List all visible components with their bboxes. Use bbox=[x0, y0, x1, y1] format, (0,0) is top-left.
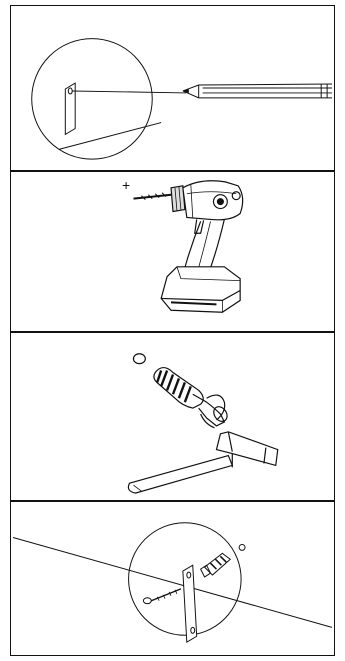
step-mark-illustration bbox=[11, 6, 334, 170]
pencil-icon bbox=[183, 84, 332, 98]
hammer-icon bbox=[128, 432, 277, 493]
step-fix-illustration bbox=[11, 502, 334, 655]
step-insert-panel bbox=[10, 332, 335, 501]
step-fix-panel bbox=[10, 501, 335, 656]
step-insert-illustration bbox=[11, 333, 334, 500]
cordless-drill-icon bbox=[133, 181, 242, 312]
step-drill-illustration bbox=[11, 172, 334, 331]
step-mark-panel bbox=[10, 5, 335, 171]
screw-icon bbox=[143, 589, 181, 604]
bracket-plate-icon bbox=[183, 565, 197, 642]
step-drill-panel: + bbox=[10, 171, 335, 332]
wall-plug-icon bbox=[201, 553, 231, 577]
wall-plug-icon bbox=[154, 368, 230, 428]
